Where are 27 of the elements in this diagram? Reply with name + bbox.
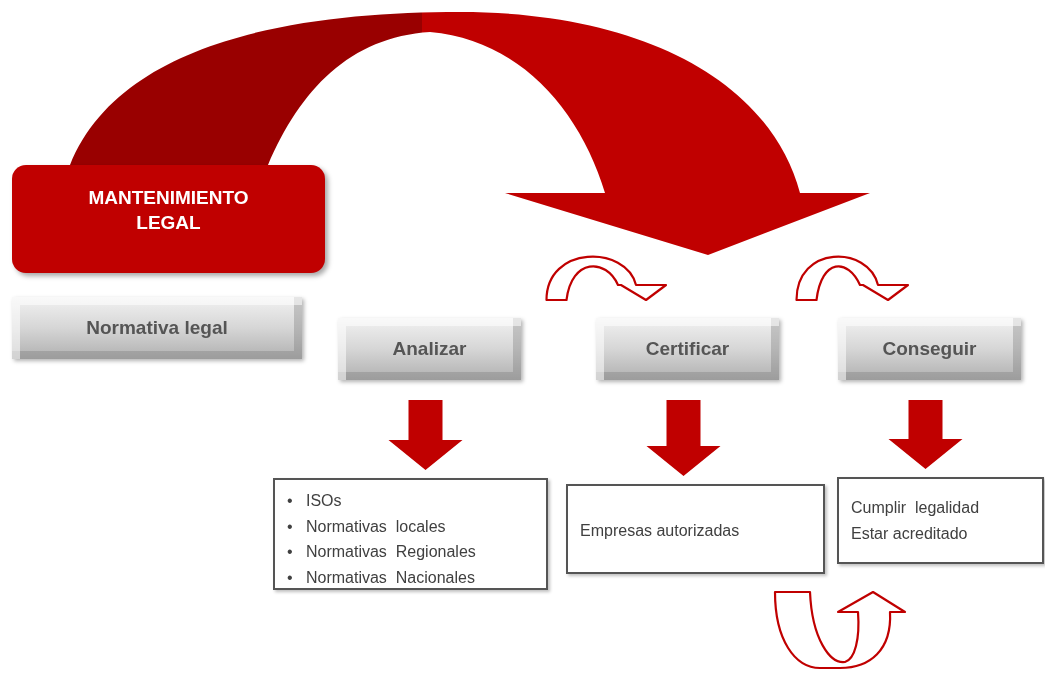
node-label: Certificar [645,336,730,361]
curved-arrow [70,12,870,255]
node-label: Analizar [392,336,467,361]
curved-arrow [773,590,907,670]
list-item: • Normativas Regionales [287,542,477,563]
list-item: • Normativas Nacionales [287,567,476,588]
step-box [338,318,521,380]
step-box [596,318,779,380]
text-box [566,484,825,574]
list-item: • ISOs [287,491,343,511]
text-box [273,478,548,590]
node-label: MANTENIMIENTO LEGAL [87,186,250,235]
node-label: Conseguir [882,336,977,361]
node-label: Estar acreditado [851,523,969,544]
node-label: Normativa legal [86,315,228,340]
title-box [12,165,325,273]
node-label: Empresas autorizadas [580,521,741,541]
text-box [837,477,1044,564]
down-arrow [388,400,463,470]
curved-arrow [795,255,910,302]
down-arrow [646,400,721,476]
down-arrow [888,400,963,469]
node-label: Cumplir legalidad [851,498,981,518]
list-item: • Normativas locales [287,516,447,537]
step-box [838,318,1021,380]
step-box [12,297,302,359]
curved-arrow [545,255,668,302]
